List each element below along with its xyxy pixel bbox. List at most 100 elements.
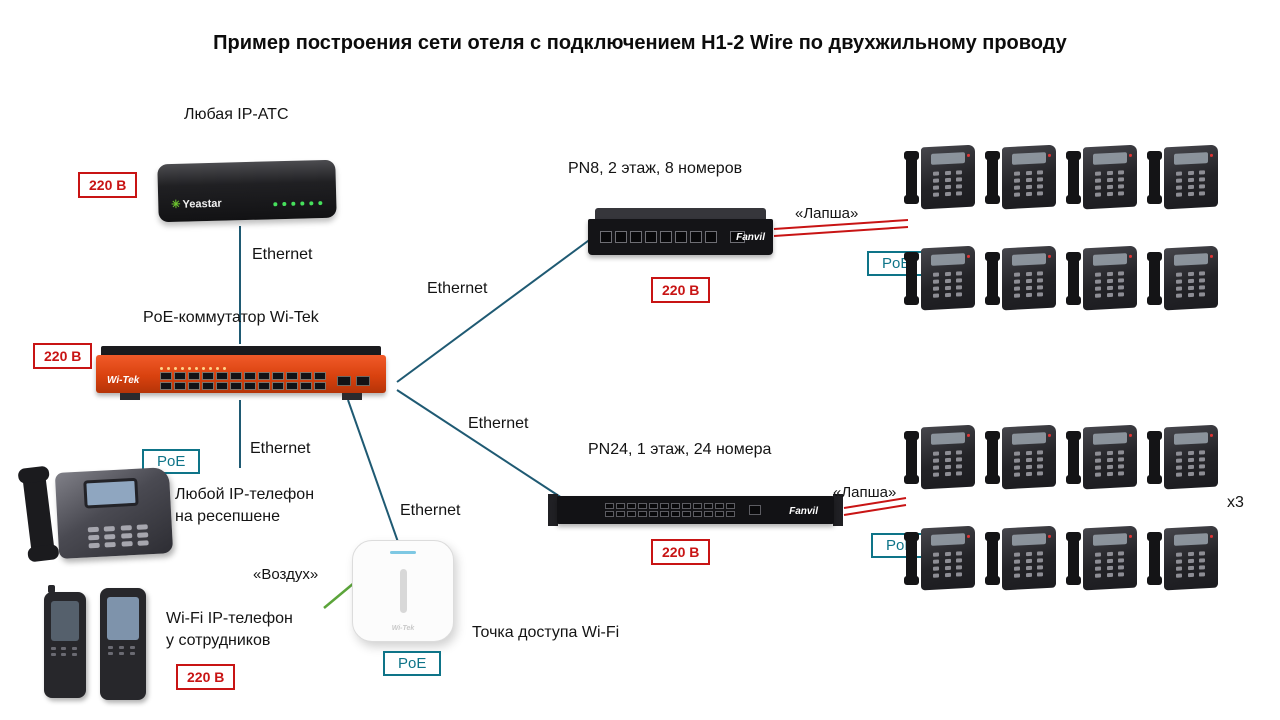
phone-keypad: [933, 551, 965, 578]
pbx-label: Любая IP-АТС: [184, 106, 289, 123]
yeastar-logo: ✳Yeastar: [171, 197, 222, 211]
vozduh-label: «Воздух»: [253, 566, 319, 583]
ip-phone: [904, 525, 976, 591]
ip-phone: [985, 525, 1057, 591]
rack-ear: [548, 494, 558, 526]
phone-body: [1002, 144, 1056, 210]
phone-keypad: [933, 170, 965, 197]
phone-handset: [904, 151, 919, 204]
wifi-handset-device: [44, 585, 86, 698]
ip-phone: [904, 424, 976, 490]
ip-phone: [1066, 525, 1138, 591]
power-badge-pbx: 220 В: [78, 172, 138, 198]
phone-screen: [1174, 533, 1208, 546]
phone-handset: [904, 431, 919, 484]
phone-body: [1164, 144, 1218, 210]
phone-screen: [1012, 533, 1046, 546]
phone-screen: [1012, 432, 1046, 445]
phone-screen: [1093, 533, 1127, 546]
phone-body: [1083, 525, 1137, 591]
diagram-title: Пример построения сети отеля с подключен…: [213, 32, 1067, 54]
phone-screen: [1093, 432, 1127, 445]
handset-keypad: [107, 645, 138, 655]
ip-phone: [1147, 424, 1219, 490]
phone-screen: [931, 533, 965, 546]
phone-screen: [1174, 253, 1208, 266]
phone-body: [921, 144, 975, 210]
phone-handset: [985, 532, 1000, 585]
phone-handset: [1147, 431, 1162, 484]
handset-keypad: [51, 647, 79, 657]
phone-handset: [904, 252, 919, 305]
phone-handset: [1147, 252, 1162, 305]
phone-keypad: [1176, 271, 1208, 298]
ethernet-label-pn24: Ethernet: [468, 415, 529, 432]
phone-handset: [1066, 431, 1081, 484]
poe-badge-ap: PoE: [383, 651, 442, 676]
pbx-led-row: [273, 201, 323, 207]
ip-phone: [904, 245, 976, 311]
phone-keypad: [933, 271, 965, 298]
phone-body: [1083, 144, 1137, 210]
pn24-switch-device: Fanvil: [548, 490, 843, 530]
phone-handset: [1066, 252, 1081, 305]
ap-led: [390, 551, 416, 554]
switch-led-row: [160, 367, 226, 370]
switch-foot: [120, 393, 140, 400]
lapsha-label-pn24: «Лапша»: [833, 484, 897, 501]
phone-keypad: [1176, 170, 1208, 197]
access-point-device: Wi-Tek: [352, 540, 454, 642]
power-badge-pn8: 220 В: [651, 277, 711, 303]
phone-screen: [1093, 253, 1127, 266]
ip-phone: [1147, 245, 1219, 311]
phone-body: [1002, 424, 1056, 490]
ip-phone: [985, 144, 1057, 210]
power-badge-wifi: 220 В: [176, 664, 236, 690]
ip-phone: [985, 424, 1057, 490]
witek-switch-device: Wi-Tek: [96, 346, 386, 400]
switch-sfp-ports: [337, 376, 370, 386]
phone-handset: [985, 431, 1000, 484]
phone-keypad: [1014, 170, 1046, 197]
phone-keypad: [1095, 450, 1127, 477]
ip-phone: [904, 144, 976, 210]
pn8-face: Fanvil: [588, 219, 773, 255]
power-badge-pn24: 220 В: [651, 539, 711, 565]
ip-phone: [1147, 525, 1219, 591]
fanvil-logo-pn8: Fanvil: [736, 232, 765, 243]
handset-screen: [50, 601, 80, 642]
phone-body: [1002, 525, 1056, 591]
switch-foot: [342, 393, 362, 400]
switch-top: [101, 346, 381, 357]
phone-body: [921, 525, 975, 591]
reception-label-line2: на ресепшене: [175, 508, 281, 525]
phone-screen: [1093, 152, 1127, 165]
phone-keypad: [1095, 170, 1127, 197]
x3-label: x3: [1227, 494, 1244, 511]
ap-label: Точка доступа Wi-Fi: [472, 624, 620, 641]
phone-keypad: [87, 524, 151, 549]
switch-face: Wi-Tek: [96, 355, 386, 393]
ip-phone: [1066, 144, 1138, 210]
phone-screen: [1012, 253, 1046, 266]
phone-handset: [985, 252, 1000, 305]
switch-label: PoE-коммутатор Wi-Tek: [143, 309, 319, 326]
phone-handset: [985, 151, 1000, 204]
handset-screen: [107, 597, 139, 640]
fanvil-logo-pn24: Fanvil: [789, 506, 818, 517]
yeastar-asterisk-icon: ✳: [171, 198, 181, 211]
phone-keypad: [1095, 551, 1127, 578]
phone-keypad: [1014, 271, 1046, 298]
phone-handset: [1147, 151, 1162, 204]
phone-body: [1083, 424, 1137, 490]
phone-handset: [21, 470, 56, 558]
power-badge-switch: 220 В: [33, 343, 93, 369]
phone-handset: [1066, 532, 1081, 585]
ethernet-label-reception: Ethernet: [250, 440, 311, 457]
phone-keypad: [1176, 450, 1208, 477]
pn8-label: PN8, 2 этаж, 8 номеров: [568, 160, 743, 177]
ip-phone: [985, 245, 1057, 311]
phone-body: [1164, 525, 1218, 591]
ip-phone: [1066, 424, 1138, 490]
